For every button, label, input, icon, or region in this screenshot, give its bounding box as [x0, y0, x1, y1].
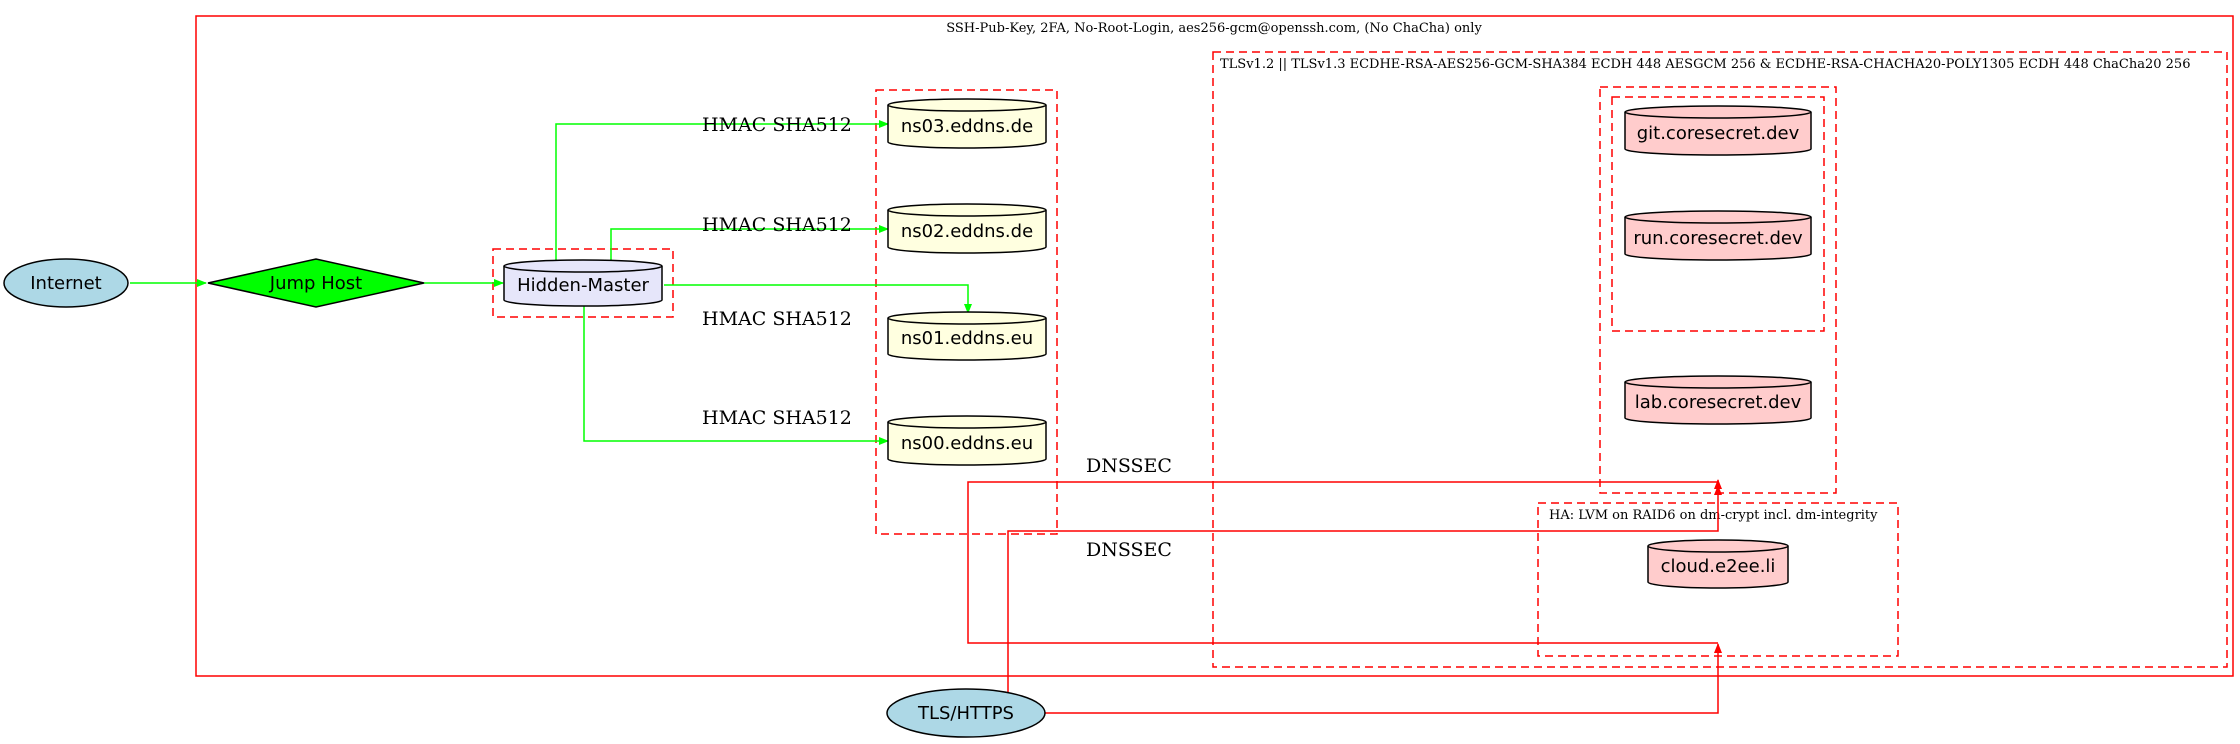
edge-hiddenmaster-ns02	[610, 225, 889, 266]
node-hidden-master[interactable]: Hidden-Master	[503, 259, 663, 307]
edge-tls-to-cloud	[1045, 643, 1722, 714]
node-hidden-master-label: Hidden-Master	[517, 275, 649, 296]
node-git-label: git.coresecret.dev	[1637, 123, 1800, 144]
node-ns00[interactable]: ns00.eddns.eu	[887, 415, 1047, 466]
node-run[interactable]: run.coresecret.dev	[1624, 210, 1812, 261]
edge-tls-to-services	[1007, 485, 1722, 694]
node-lab[interactable]: lab.coresecret.dev	[1624, 375, 1812, 425]
node-ns03-label: ns03.eddns.de	[901, 116, 1033, 137]
node-tls-https-label: TLS/HTTPS	[917, 703, 1014, 724]
edge-label-hmac-ns03: HMAC SHA512	[702, 114, 852, 136]
node-ns02[interactable]: ns02.eddns.de	[887, 203, 1047, 254]
node-internet-label: Internet	[30, 273, 101, 294]
cluster-ns	[875, 89, 1058, 535]
edge-label-hmac-ns00: HMAC SHA512	[702, 407, 852, 429]
cluster-ssh: SSH-Pub-Key, 2FA, No-Root-Login, aes256-…	[195, 15, 2234, 677]
cluster-tls-label: TLSv1.2 || TLSv1.3 ECDHE-RSA-AES256-GCM-…	[1220, 57, 2190, 72]
node-ns01[interactable]: ns01.eddns.eu	[887, 311, 1047, 361]
cluster-git-run	[1611, 96, 1825, 332]
node-jump-host-label: Jump Host	[269, 273, 362, 294]
node-jump-host[interactable]: Jump Host	[207, 258, 425, 308]
node-internet[interactable]: Internet	[3, 258, 129, 308]
edge-label-hmac-ns01: HMAC SHA512	[702, 308, 852, 330]
edge-hiddenmaster-ns00	[583, 304, 889, 445]
node-tls-https[interactable]: TLS/HTTPS	[886, 688, 1046, 738]
cluster-tls: TLSv1.2 || TLSv1.3 ECDHE-RSA-AES256-GCM-…	[1212, 51, 2228, 668]
cluster-ha-label: HA: LVM on RAID6 on dm-crypt incl. dm-in…	[1549, 508, 1878, 523]
edge-label-hmac-ns02: HMAC SHA512	[702, 214, 852, 236]
edge-label-dnssec-1: DNSSEC	[1086, 455, 1172, 477]
node-ns00-label: ns00.eddns.eu	[901, 433, 1033, 454]
node-lab-label: lab.coresecret.dev	[1635, 392, 1802, 413]
cluster-ssh-label: SSH-Pub-Key, 2FA, No-Root-Login, aes256-…	[946, 21, 1482, 36]
edge-label-dnssec-2: DNSSEC	[1086, 539, 1172, 561]
edge-hiddenmaster-ns03	[555, 120, 889, 266]
node-run-label: run.coresecret.dev	[1633, 228, 1803, 249]
node-ns03[interactable]: ns03.eddns.de	[887, 98, 1047, 149]
node-ns02-label: ns02.eddns.de	[901, 221, 1033, 242]
node-cloud[interactable]: cloud.e2ee.li	[1647, 539, 1789, 589]
edge-dnssec-loop	[967, 479, 1722, 644]
node-ns01-label: ns01.eddns.eu	[901, 328, 1033, 349]
node-git[interactable]: git.coresecret.dev	[1624, 105, 1812, 156]
node-cloud-label: cloud.e2ee.li	[1661, 556, 1776, 577]
edge-hiddenmaster-ns01	[664, 284, 972, 314]
